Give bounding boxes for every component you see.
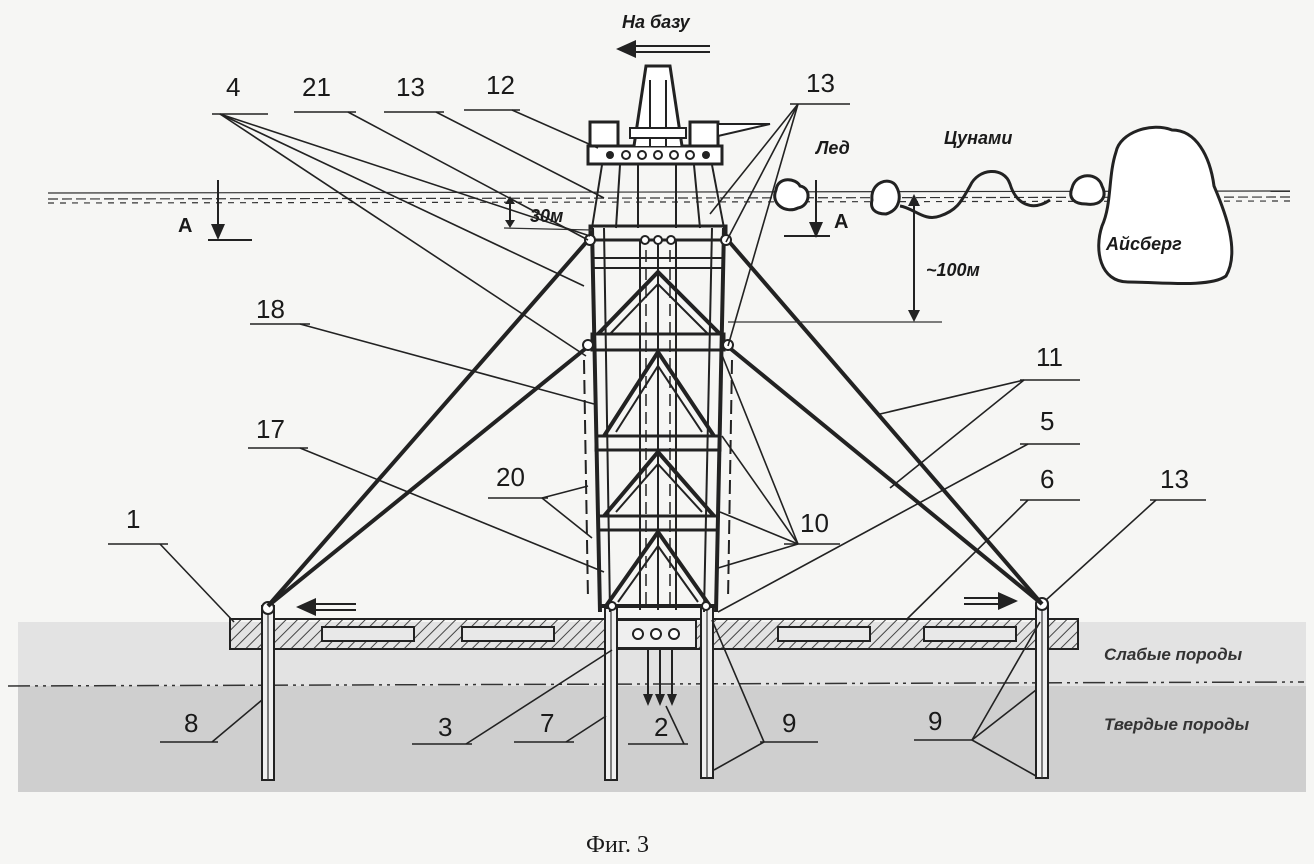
callout-13-top-right: 13 (806, 68, 835, 98)
callout-6: 6 (1040, 464, 1054, 494)
callout-12: 12 (486, 70, 515, 100)
hard-rock-label: Твердые породы (1104, 715, 1250, 734)
callout-18: 18 (256, 294, 285, 324)
callout-20: 20 (496, 462, 525, 492)
base-foundation-plate (230, 619, 1078, 649)
drill-arrows (643, 650, 677, 706)
callout-9-middle: 9 (782, 708, 796, 738)
iceberg-shape (1099, 127, 1232, 283)
callout-10: 10 (800, 508, 829, 538)
depth-30-label: 30м (530, 206, 563, 226)
callout-9-right: 9 (928, 706, 942, 736)
callout-13-right: 13 (1160, 464, 1189, 494)
ice-floes (775, 176, 1104, 214)
callout-1: 1 (126, 504, 140, 534)
callout-21: 21 (302, 72, 331, 102)
tsunami-label: Цунами (944, 128, 1012, 148)
section-a-left-label: А (178, 215, 192, 237)
callout-11: 11 (1036, 342, 1063, 372)
callout-17: 17 (256, 414, 285, 444)
figure-caption: Фиг. 3 (586, 832, 649, 858)
callout-8: 8 (184, 708, 198, 738)
callout-3: 3 (438, 712, 452, 742)
callout-5: 5 (1040, 406, 1054, 436)
ice-label: Лед (814, 138, 850, 158)
iceberg-label: Айсберг (1105, 234, 1182, 254)
depth-100-label: ~100м (926, 260, 980, 280)
to-base-arrow (616, 40, 710, 58)
section-a-markers (208, 180, 830, 240)
callout-13-top-left: 13 (396, 72, 425, 102)
topside-platform (588, 66, 770, 164)
to-base-label: На базу (622, 12, 691, 32)
weak-rock-label: Слабые породы (1104, 645, 1243, 664)
tsunami-wave (900, 171, 1050, 217)
callout-4: 4 (226, 72, 240, 102)
callout-2: 2 (654, 712, 668, 742)
tower-structure (583, 165, 733, 612)
callout-7: 7 (540, 708, 554, 738)
section-a-right-label: А (834, 211, 848, 233)
